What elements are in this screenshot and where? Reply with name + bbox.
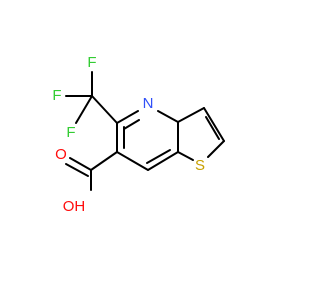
bond-c3-c2 — [203, 107, 225, 142]
atom-f-top: F — [87, 54, 96, 71]
bond-c5-n — [116, 110, 139, 124]
bond-s-c7a — [177, 151, 194, 161]
bond-c7a-c7-double — [146, 149, 171, 164]
atom-s: S — [195, 157, 205, 174]
bond-cf3-ring — [91, 95, 118, 124]
bond-c5-n-double — [123, 119, 140, 130]
bond-c6-cooh — [90, 151, 118, 171]
bond-c2-s — [207, 140, 225, 158]
structure-diagram: F F F N S O OH — [52, 54, 225, 215]
atom-f-left: F — [52, 87, 61, 104]
atom-labels: F F F N S O OH — [52, 54, 205, 215]
bonds — [65, 71, 225, 191]
bond-c3-c2-double — [205, 116, 220, 140]
bond-c7a-c7 — [147, 151, 179, 171]
bond-n-c3a — [157, 110, 179, 123]
atom-o-carbonyl: O — [55, 146, 67, 163]
bond-c3a-c3 — [177, 107, 205, 123]
bond-c-o-double-1 — [69, 157, 92, 171]
atom-n: N — [143, 95, 154, 112]
bond-c-o-double-2 — [65, 163, 89, 177]
atom-oh: OH — [63, 198, 86, 215]
atom-f-bottom: F — [66, 124, 75, 141]
bond-cf3-f-bottom — [75, 95, 93, 124]
molecule-canvas: F F F N S O OH — [52, 54, 225, 215]
bond-c7-c6 — [116, 151, 149, 171]
